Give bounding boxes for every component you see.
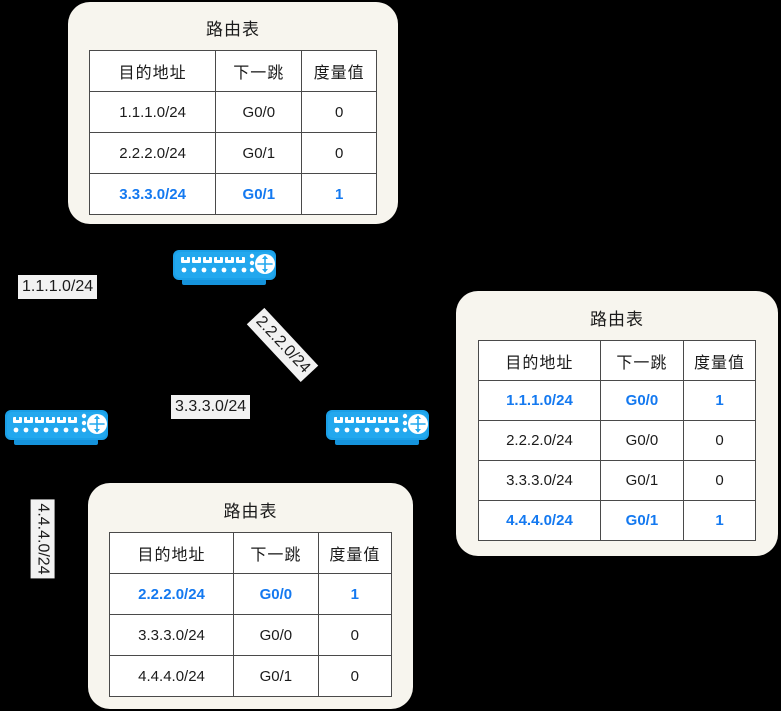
- network-switch-icon: [326, 410, 429, 445]
- cell-destination: 2.2.2.0/24: [108, 573, 235, 615]
- table-row-highlighted: 3.3.3.0/24 G0/1 1: [88, 173, 377, 215]
- cell-nexthop: G0/0: [233, 614, 319, 656]
- cell-destination: 4.4.4.0/24: [108, 655, 235, 697]
- table-row: 2.2.2.0/24 G0/1 0: [88, 132, 377, 174]
- routing-table-card-bottom: 路由表 目的地址 下一跳 度量值 2.2.2.0/24 G0/0 1 3.3.3…: [88, 483, 413, 709]
- cell-nexthop: G0/1: [233, 655, 319, 697]
- network-switch-icon-left[interactable]: [2, 403, 112, 451]
- table-row: 4.4.4.0/24 G0/1 0: [108, 655, 393, 697]
- cell-metric: 1: [682, 500, 757, 541]
- cell-metric: 0: [317, 655, 393, 697]
- cell-nexthop: G0/1: [215, 173, 303, 215]
- column-header-metric: 度量值: [682, 340, 757, 381]
- network-switch-icon-right[interactable]: [323, 403, 433, 451]
- table-row: 3.3.3.0/24 G0/0 0: [108, 614, 393, 656]
- cell-nexthop: G0/1: [599, 460, 684, 501]
- routing-table-title: 路由表: [206, 20, 260, 39]
- routing-table: 目的地址 下一跳 度量值 1.1.1.0/24 G0/0 1 2.2.2.0/2…: [478, 340, 757, 541]
- column-header-nexthop: 下一跳: [233, 532, 319, 574]
- column-header-destination: 目的地址: [478, 340, 601, 381]
- cell-destination: 3.3.3.0/24: [478, 460, 601, 501]
- table-row-highlighted: 1.1.1.0/24 G0/0 1: [478, 380, 757, 421]
- cell-metric: 0: [301, 91, 377, 133]
- routing-table-title: 路由表: [590, 310, 644, 329]
- cell-nexthop: G0/0: [599, 380, 684, 421]
- network-label-4-4-4-0: 4.4.4.0/24: [30, 499, 55, 579]
- cell-nexthop: G0/1: [599, 500, 684, 541]
- column-header-metric: 度量值: [317, 532, 393, 574]
- cell-destination: 2.2.2.0/24: [88, 132, 217, 174]
- network-switch-icon: [173, 250, 276, 285]
- table-row: 2.2.2.0/24 G0/0 0: [478, 420, 757, 461]
- column-header-nexthop: 下一跳: [599, 340, 684, 381]
- cell-destination: 2.2.2.0/24: [478, 420, 601, 461]
- cell-nexthop: G0/0: [233, 573, 319, 615]
- table-header-row: 目的地址 下一跳 度量值: [478, 340, 757, 381]
- network-label-2-2-2-0: 2.2.2.0/24: [246, 307, 319, 383]
- cell-metric: 0: [301, 132, 377, 174]
- cell-metric: 1: [317, 573, 393, 615]
- column-header-nexthop: 下一跳: [215, 50, 303, 92]
- column-header-destination: 目的地址: [88, 50, 217, 92]
- network-switch-icon: [5, 410, 108, 445]
- network-switch-icon-top[interactable]: [170, 243, 280, 291]
- cell-metric: 1: [682, 380, 757, 421]
- cell-nexthop: G0/0: [599, 420, 684, 461]
- routing-table-title: 路由表: [223, 502, 278, 521]
- routing-table-card-top: 路由表 目的地址 下一跳 度量值 1.1.1.0/24 G0/0 0 2.2.2…: [68, 2, 398, 224]
- cell-destination: 3.3.3.0/24: [108, 614, 235, 656]
- cell-metric: 0: [682, 460, 757, 501]
- cell-nexthop: G0/1: [215, 132, 303, 174]
- cell-destination: 3.3.3.0/24: [88, 173, 217, 215]
- column-header-metric: 度量值: [301, 50, 377, 92]
- table-header-row: 目的地址 下一跳 度量值: [88, 50, 377, 92]
- routing-table-card-right: 路由表 目的地址 下一跳 度量值 1.1.1.0/24 G0/0 1 2.2.2…: [456, 291, 778, 556]
- table-row: 1.1.1.0/24 G0/0 0: [88, 91, 377, 133]
- cell-metric: 0: [317, 614, 393, 656]
- table-row-highlighted: 2.2.2.0/24 G0/0 1: [108, 573, 393, 615]
- network-label-1-1-1-0: 1.1.1.0/24: [18, 275, 98, 299]
- cell-destination: 1.1.1.0/24: [478, 380, 601, 421]
- table-row-highlighted: 4.4.4.0/24 G0/1 1: [478, 500, 757, 541]
- routing-table: 目的地址 下一跳 度量值 2.2.2.0/24 G0/0 1 3.3.3.0/2…: [108, 532, 393, 697]
- table-row: 3.3.3.0/24 G0/1 0: [478, 460, 757, 501]
- cell-metric: 0: [682, 420, 757, 461]
- table-header-row: 目的地址 下一跳 度量值: [108, 532, 393, 574]
- column-header-destination: 目的地址: [108, 532, 235, 574]
- cell-destination: 1.1.1.0/24: [88, 91, 217, 133]
- routing-table: 目的地址 下一跳 度量值 1.1.1.0/24 G0/0 0 2.2.2.0/2…: [88, 50, 377, 215]
- cell-nexthop: G0/0: [215, 91, 303, 133]
- cell-metric: 1: [301, 173, 377, 215]
- cell-destination: 4.4.4.0/24: [478, 500, 601, 541]
- network-label-3-3-3-0: 3.3.3.0/24: [171, 395, 251, 419]
